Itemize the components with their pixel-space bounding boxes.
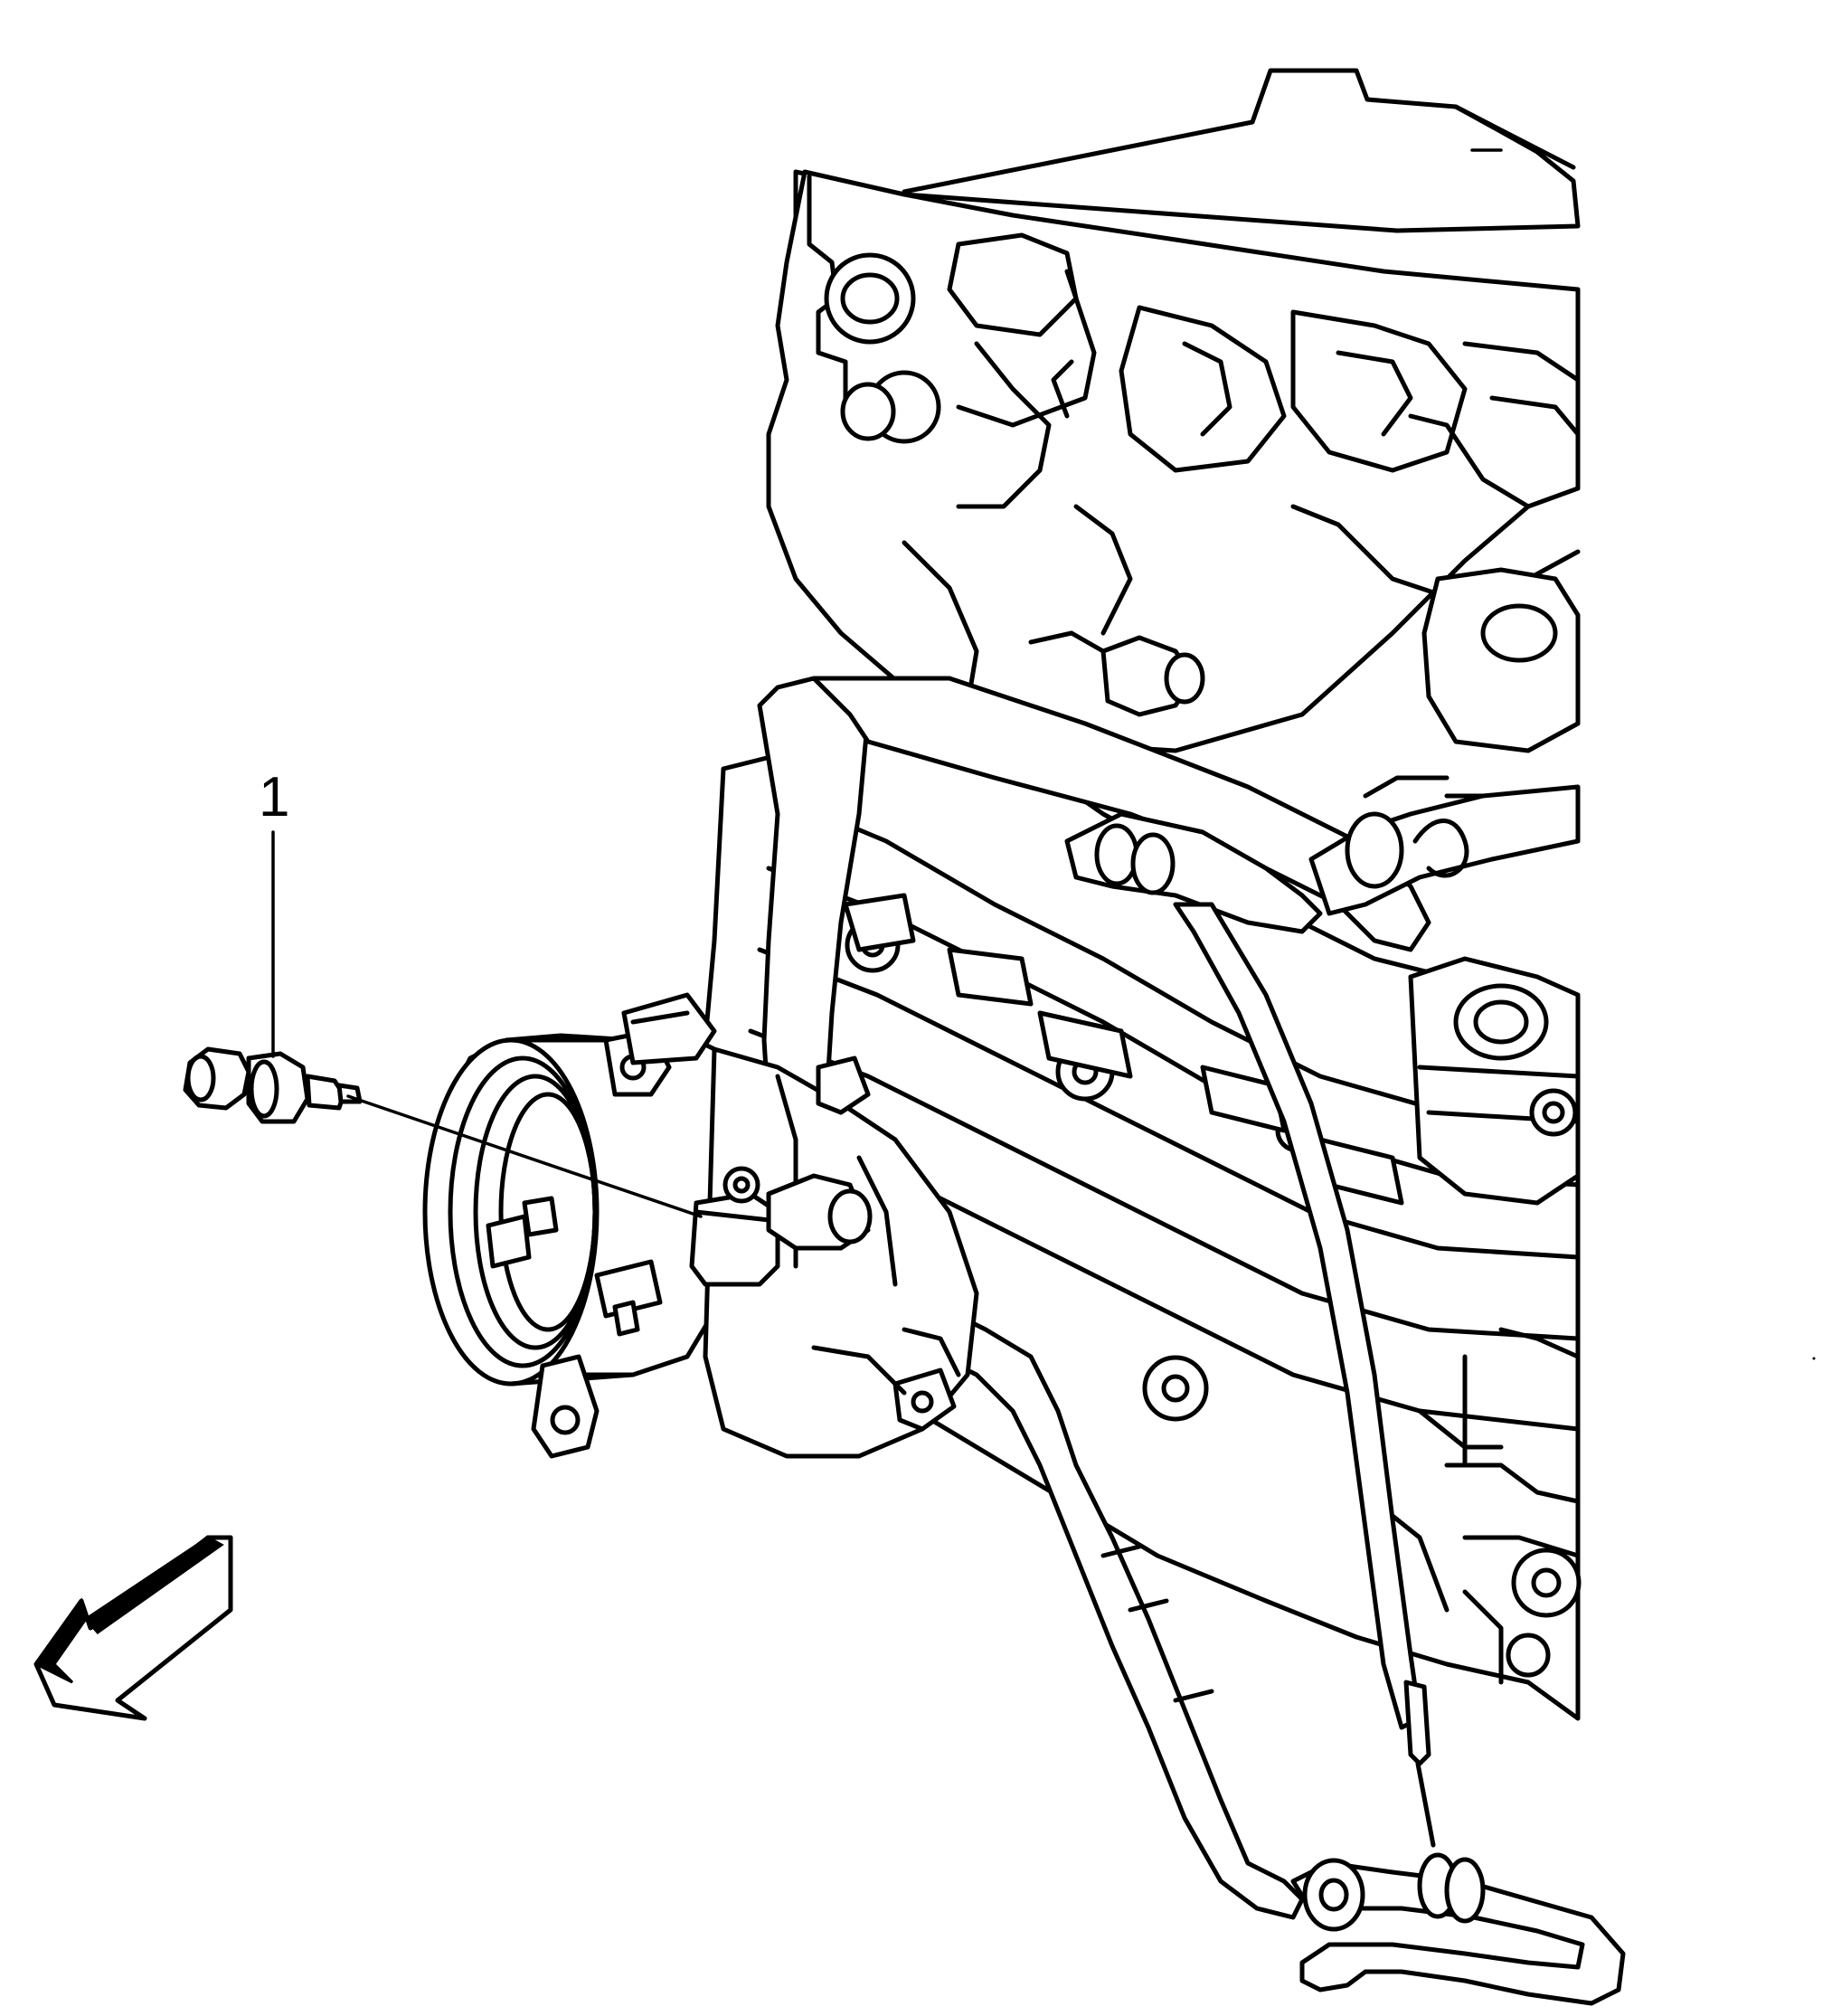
callout-1: 1 — [259, 766, 289, 1058]
scan-dot — [1812, 1357, 1816, 1360]
sensor-part — [183, 1046, 703, 1218]
engine-assembly-icon — [422, 68, 1626, 2006]
callout-1-label: 1 — [259, 766, 289, 828]
sensor-install-line — [346, 1094, 703, 1218]
sensor-icon — [183, 1046, 363, 1124]
front-arrow-icon — [33, 1535, 233, 1721]
